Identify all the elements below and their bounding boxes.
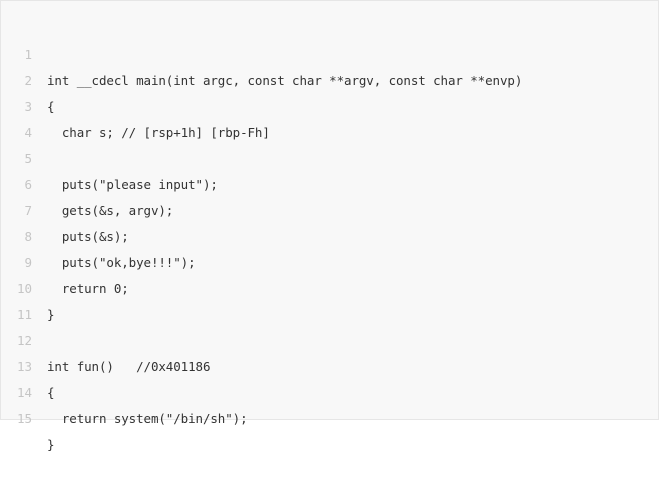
line-number: 4	[24, 125, 32, 140]
code-text: int fun() //0x401186	[47, 359, 211, 374]
code-line: 12 int fun() //0x401186	[1, 302, 658, 374]
code-line: 11	[1, 276, 658, 322]
line-number: 1	[24, 47, 32, 62]
code-text: }	[47, 437, 55, 452]
code-text: }	[47, 307, 55, 322]
code-line: 10 }	[1, 250, 658, 322]
code-text: {	[47, 99, 55, 114]
code-line: 7 puts(&s);	[1, 172, 658, 244]
code-text: puts("ok,bye!!!");	[47, 255, 196, 270]
code-text: char s; // [rsp+1h] [rbp-Fh]	[47, 125, 270, 140]
line-number-gutter	[1, 1, 37, 419]
line-number: 10	[16, 281, 32, 296]
line-number: 5	[24, 151, 32, 166]
code-text: gets(&s, argv);	[47, 203, 174, 218]
code-line: 4	[1, 94, 658, 140]
line-number: 8	[24, 229, 32, 244]
code-line: 1 int __cdecl main(int argc, const char …	[1, 16, 658, 88]
line-number: 6	[24, 177, 32, 192]
line-number: 14	[16, 385, 32, 400]
code-line: 9 return 0;	[1, 224, 658, 296]
line-number: 2	[24, 73, 32, 88]
code-text: {	[47, 385, 55, 400]
line-number: 13	[16, 359, 32, 374]
line-number: 7	[24, 203, 32, 218]
line-number: 3	[24, 99, 32, 114]
code-text: puts("please input");	[47, 177, 218, 192]
code-lines: 1 int __cdecl main(int argc, const char …	[1, 16, 658, 452]
code-text: puts(&s);	[47, 229, 129, 244]
code-line: 3 char s; // [rsp+1h] [rbp-Fh]	[1, 68, 658, 140]
line-number: 9	[24, 255, 32, 270]
code-line: 6 gets(&s, argv);	[1, 146, 658, 218]
code-line: 5 puts("please input");	[1, 120, 658, 192]
code-text: int __cdecl main(int argc, const char **…	[47, 73, 523, 88]
code-line: 2 {	[1, 42, 658, 114]
code-block: 1 int __cdecl main(int argc, const char …	[0, 0, 659, 452]
code-text: return system("/bin/sh");	[47, 411, 248, 426]
code-text: return 0;	[47, 281, 129, 296]
code-line: 14 return system("/bin/sh");	[1, 354, 658, 426]
line-number: 12	[16, 333, 32, 348]
code-line: 15 }	[1, 380, 658, 452]
line-number: 15	[16, 411, 32, 426]
code-line: 13 {	[1, 328, 658, 400]
line-number: 11	[16, 307, 32, 322]
code-line: 8 puts("ok,bye!!!");	[1, 198, 658, 270]
